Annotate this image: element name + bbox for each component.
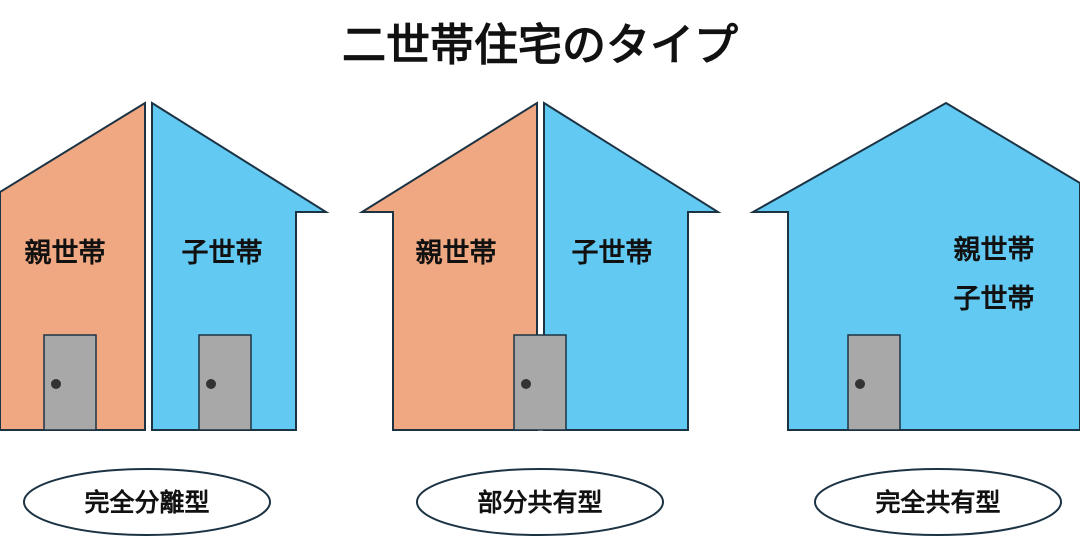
child-household-label: 子世帯 [572, 237, 653, 269]
shared-unit-wall [749, 101, 1080, 431]
parent-household-label: 親世帯 [25, 237, 106, 269]
type-label: 部分共有型 [477, 488, 602, 517]
child-door [198, 334, 252, 431]
type-badge-outline [23, 468, 271, 536]
type-badge-outline [814, 468, 1062, 536]
type-badge-outline [416, 468, 664, 536]
shared-door [513, 334, 567, 431]
parent-door [43, 334, 97, 431]
type-label: 完全共有型 [875, 488, 1000, 517]
door-knob [206, 379, 216, 389]
parent-unit-wall [0, 101, 146, 431]
child-household-label: 子世帯 [182, 237, 263, 269]
page-title: 二世帯住宅のタイプ [342, 20, 738, 71]
door-knob [521, 379, 531, 389]
parent-household-label: 親世帯 [416, 237, 497, 269]
child-unit-wall [151, 101, 330, 431]
door-knob [51, 379, 61, 389]
type-badge: 完全分離型 [23, 468, 271, 536]
child-household-label: 子世帯 [954, 283, 1035, 315]
shared-door [847, 334, 901, 431]
house-fully-separated: 親世帯 子世帯 完全分離型 [0, 101, 330, 536]
type-badge: 完全共有型 [814, 468, 1062, 536]
parent-household-label: 親世帯 [954, 234, 1035, 266]
house-partially-shared: 親世帯 子世帯 部分共有型 [358, 101, 722, 536]
type-label: 完全分離型 [84, 488, 209, 517]
door-knob [855, 379, 865, 389]
type-badge: 部分共有型 [416, 468, 664, 536]
house-fully-shared: 親世帯 子世帯 完全共有型 [749, 101, 1080, 536]
